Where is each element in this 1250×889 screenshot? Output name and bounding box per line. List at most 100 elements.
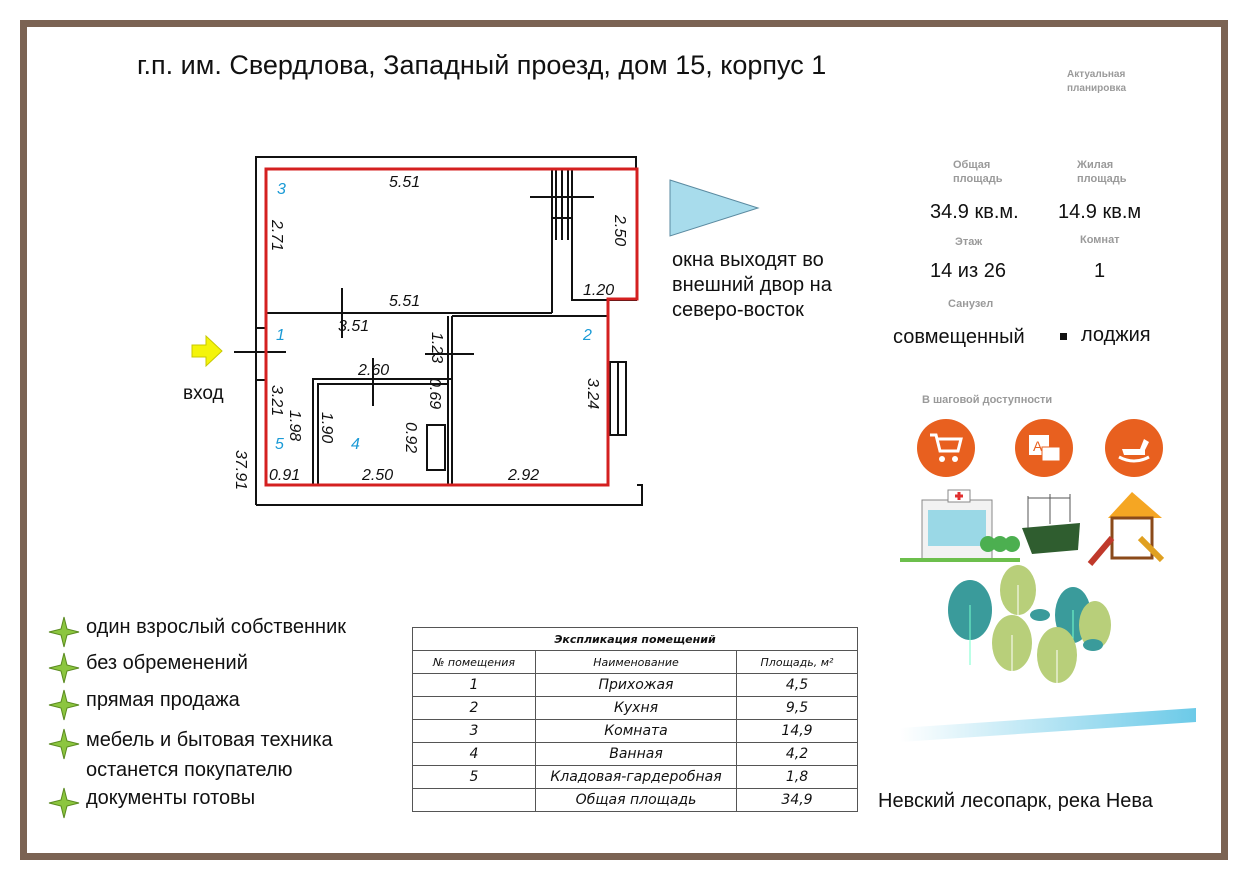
dimension-label: 3.24 bbox=[584, 378, 601, 409]
star-bullet-icon bbox=[48, 652, 80, 684]
living-area-label: Жилая площадь bbox=[1077, 159, 1127, 185]
floor-value: 14 из 26 bbox=[930, 260, 1006, 282]
feature-text: документы готовы bbox=[86, 787, 256, 809]
cell: 5 bbox=[412, 765, 536, 789]
bathroom-value: совмещенный bbox=[893, 326, 1025, 348]
dimension-label: 2.92 bbox=[507, 467, 539, 484]
rooms-value: 1 bbox=[1094, 260, 1106, 282]
entrance-label: вход bbox=[183, 383, 224, 404]
dimension-label: 1.98 bbox=[286, 410, 303, 441]
cell: 4,2 bbox=[736, 742, 858, 766]
cell: 14,9 bbox=[736, 719, 858, 743]
feature-text: мебель и бытовая техника останется покупа… bbox=[86, 725, 333, 785]
feature-item: документы готовы bbox=[48, 787, 255, 819]
column-header: Площадь, м² bbox=[736, 650, 858, 674]
cell: 4 bbox=[412, 742, 536, 766]
star-bullet-icon bbox=[48, 689, 80, 721]
shopping-cart-icon bbox=[917, 419, 975, 477]
feature-text: один взрослый собственник bbox=[86, 616, 346, 638]
feature-text-line: останется покупателю bbox=[86, 759, 293, 781]
nearby-heading: В шаговой доступности bbox=[922, 394, 1053, 406]
star-bullet-icon bbox=[48, 728, 80, 760]
cell: 4,5 bbox=[736, 673, 858, 697]
feature-text: прямая продажа bbox=[86, 689, 240, 711]
dimension-label: 37.91 bbox=[232, 450, 249, 490]
dimension-label: 2.50 bbox=[611, 214, 628, 246]
plan-note: Актуальная планировка bbox=[1067, 69, 1127, 94]
school-icon: A bbox=[1015, 419, 1073, 477]
explication-table: Экспликация помещений № помещения Наимен… bbox=[412, 627, 858, 812]
windows-note-line: внешний двор на bbox=[672, 274, 832, 296]
cell: Комната bbox=[535, 719, 737, 743]
cell: 3 bbox=[412, 719, 536, 743]
cell: 1 bbox=[412, 673, 536, 697]
dimension-label: 1.90 bbox=[318, 412, 335, 443]
river-illustration bbox=[900, 708, 1196, 742]
forest-illustration bbox=[948, 565, 1111, 690]
feature-item: мебель и бытовая техника останется покупа… bbox=[48, 728, 333, 785]
dimension-label: 0.92 bbox=[402, 422, 419, 453]
dimension-label: 1.23 bbox=[428, 332, 445, 363]
dimension-label: 3.51 bbox=[338, 318, 369, 335]
rooms-label: Комнат bbox=[1080, 234, 1120, 246]
explication-title: Экспликация помещений bbox=[412, 627, 858, 651]
feature-text-line: мебель и бытовая техника bbox=[86, 729, 333, 751]
sports-ground-icon bbox=[1022, 494, 1080, 554]
nearby-illustrations bbox=[900, 489, 1165, 566]
room-number: 5 bbox=[275, 436, 284, 453]
star-bullet-icon bbox=[48, 787, 80, 819]
loggia-value: лоджия bbox=[1081, 324, 1151, 346]
cell: 9,5 bbox=[736, 696, 858, 720]
hospital-icon bbox=[900, 489, 1020, 562]
playground-icon bbox=[1087, 492, 1165, 566]
windows-note: окна выходят во внешний двор на северо-в… bbox=[672, 248, 832, 323]
floor-plan: 1 2 3 4 5 5.51 2.71 5.51 3.51 2.50 1.20 … bbox=[191, 156, 643, 506]
window-direction-triangle-icon bbox=[669, 179, 760, 237]
entrance-arrow-icon bbox=[191, 334, 223, 368]
cell: 1,8 bbox=[736, 765, 858, 789]
cell: Ванная bbox=[535, 742, 737, 766]
dimension-label: 1.20 bbox=[583, 282, 614, 299]
windows-note-line: северо-восток bbox=[672, 299, 804, 321]
address-title: г.п. им. Свердлова, Западный проезд, дом… bbox=[137, 50, 827, 80]
room-number: 4 bbox=[351, 436, 360, 453]
dimension-label: 0.69 bbox=[426, 378, 443, 409]
separator-square-icon bbox=[1060, 333, 1067, 340]
cell bbox=[412, 788, 536, 812]
feature-item: прямая продажа bbox=[48, 689, 240, 721]
feature-text: без обременений bbox=[86, 652, 248, 674]
dimension-label: 3.21 bbox=[268, 385, 285, 416]
dimension-label: 0.91 bbox=[269, 467, 300, 484]
column-header: № помещения bbox=[412, 650, 536, 674]
dimension-label: 2.71 bbox=[268, 219, 285, 251]
feature-item: один взрослый собственник bbox=[48, 616, 346, 648]
room-number: 2 bbox=[582, 327, 592, 344]
cell: 34,9 bbox=[736, 788, 858, 812]
column-header: Наименование bbox=[535, 650, 737, 674]
bathroom-label: Санузел bbox=[948, 298, 994, 310]
room-number: 3 bbox=[277, 181, 286, 198]
cell: Кладовая-гардеробная bbox=[535, 765, 737, 789]
room-number: 1 bbox=[276, 327, 285, 344]
dimension-label: 2.50 bbox=[361, 467, 393, 484]
total-area-value: 34.9 кв.м. bbox=[930, 201, 1019, 223]
windows-note-line: окна выходят во bbox=[672, 249, 824, 271]
star-bullet-icon bbox=[48, 616, 80, 648]
dimension-label: 5.51 bbox=[389, 293, 420, 310]
nearby-caption: Невский лесопарк, река Нева bbox=[878, 790, 1153, 812]
feature-item: без обременений bbox=[48, 652, 248, 684]
dimension-label: 5.51 bbox=[389, 174, 420, 191]
total-area-label: Общая площадь bbox=[953, 159, 1003, 185]
rocking-horse-icon bbox=[1105, 419, 1163, 477]
cell: 2 bbox=[412, 696, 536, 720]
living-area-value: 14.9 кв.м bbox=[1058, 201, 1142, 223]
cell: Прихожая bbox=[535, 673, 737, 697]
cell: Кухня bbox=[535, 696, 737, 720]
dimension-label: 2.60 bbox=[357, 362, 389, 379]
